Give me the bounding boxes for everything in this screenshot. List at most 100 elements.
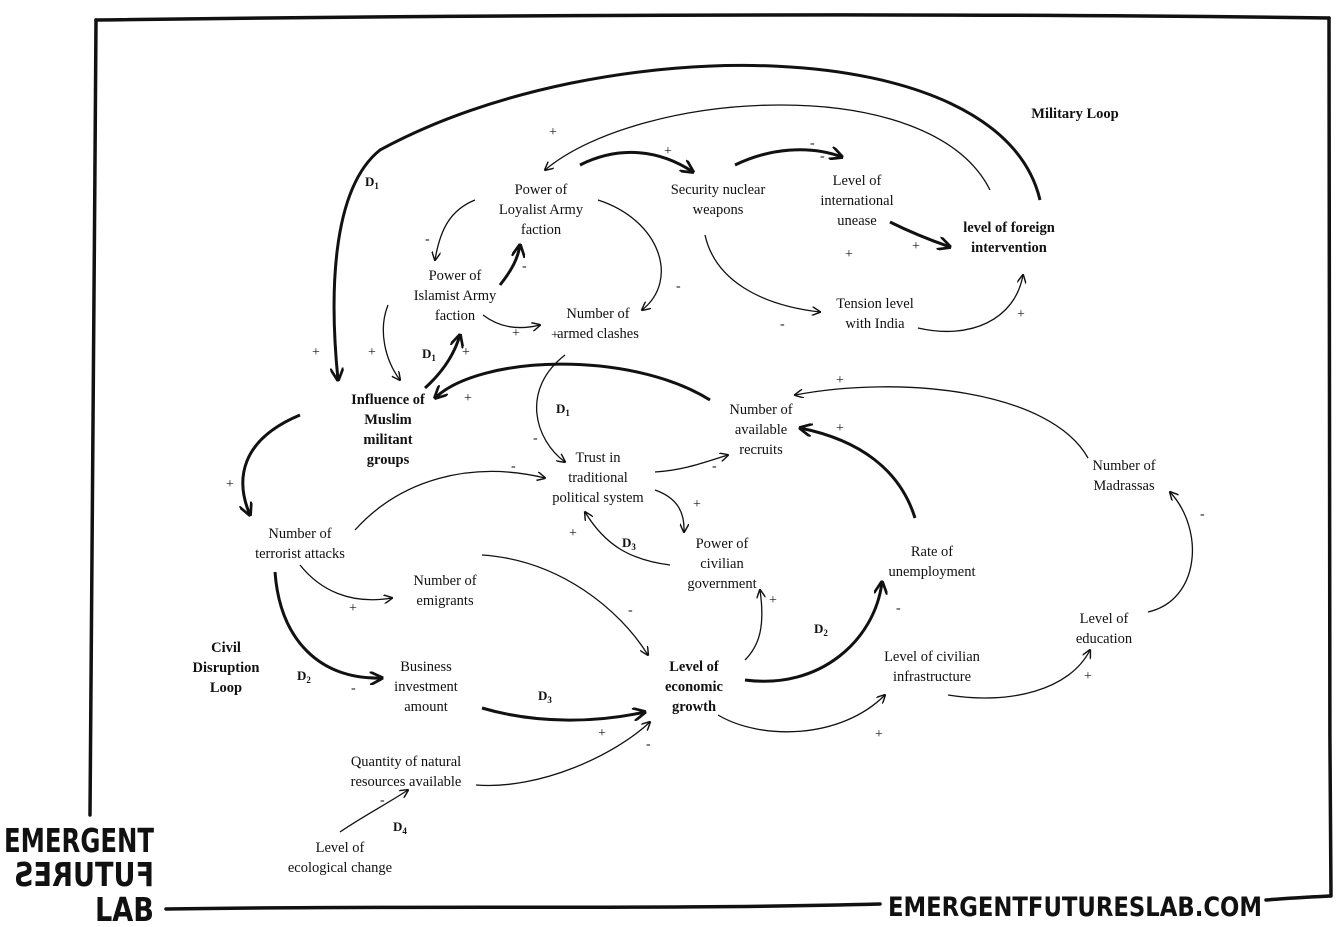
node-ecological-change: Level of ecological change [288,840,392,876]
node-available-recruits: Number of available recruits [729,402,792,458]
svg-text:available: available [735,422,787,438]
svg-text:ecological change: ecological change [288,860,392,876]
svg-text:Civil: Civil [211,640,241,656]
polarity-sign: + [368,345,376,360]
polarity-sign: + [226,477,234,492]
delay-d4: D4 [393,819,407,836]
polarity-signs: + + - + - - + + - + + + + - + + - - + + … [226,125,1205,808]
svg-text:unemployment: unemployment [889,564,976,580]
polarity-sign: + [312,345,320,360]
svg-text:groups: groups [367,452,410,468]
node-education: Level of education [1076,611,1133,647]
military-loop-title: Military Loop [1031,106,1118,122]
delay-markers: D1 D1 D1 D2 D2 D3 D3 D4 [297,174,828,836]
polarity-sign: + [462,345,470,360]
polarity-sign: - [1200,507,1205,522]
svg-text:Power of: Power of [515,182,568,198]
brand-logo: EMERGENT FUTURES LAB [4,821,154,927]
svg-text:unease: unease [837,213,876,229]
polarity-sign: - [646,737,651,752]
node-madrassas: Number of Madrassas [1092,458,1155,494]
node-armed-clashes: Number of armed clashes [557,306,639,342]
polarity-sign: + [1017,307,1025,322]
polarity-sign: - [820,149,825,164]
svg-text:Number of: Number of [729,402,792,418]
svg-text:Madrassas: Madrassas [1093,478,1155,494]
polarity-sign: - [896,601,901,616]
polarity-sign: - [628,603,633,618]
svg-text:emigrants: emigrants [416,593,474,609]
node-islamist-army: Power of Islamist Army faction [414,268,497,324]
node-loyalist-army: Power of Loyalist Army faction [499,182,584,238]
svg-text:Tension level: Tension level [836,296,914,312]
polarity-sign: + [693,497,701,512]
delay-d1: D1 [422,346,436,363]
node-security-nuclear-weapons: Security nuclear weapons [671,182,766,218]
node-emigrants: Number of emigrants [413,573,476,609]
svg-text:Power of: Power of [429,268,482,284]
polarity-sign: + [845,247,853,262]
polarity-sign: + [836,421,844,436]
svg-text:recruits: recruits [739,442,783,458]
svg-text:with India: with India [845,316,905,332]
polarity-sign: - [533,431,538,446]
svg-text:civilian: civilian [700,556,744,572]
svg-text:Level of: Level of [1080,611,1129,627]
polarity-sign: + [1084,669,1092,684]
svg-text:amount: amount [404,699,448,715]
svg-text:Business: Business [400,659,452,675]
node-trust-political-system: Trust in traditional political system [552,450,644,506]
polarity-sign: + [569,526,577,541]
brand-url[interactable]: EMERGENTFUTURESLAB.COM [888,892,1262,923]
svg-text:faction: faction [435,308,476,324]
delay-d3: D3 [622,535,636,552]
svg-text:international: international [820,193,893,209]
svg-text:education: education [1076,631,1133,647]
svg-text:Loop: Loop [210,680,242,696]
svg-text:economic: economic [665,679,724,695]
polarity-sign: + [551,328,559,343]
svg-text:government: government [687,576,756,592]
polarity-sign: + [349,601,357,616]
svg-text:armed clashes: armed clashes [557,326,639,342]
svg-text:Influence of: Influence of [351,392,425,408]
svg-text:Number of: Number of [413,573,476,589]
svg-text:Rate of: Rate of [911,544,953,560]
polarity-sign: - [522,259,527,274]
svg-text:infrastructure: infrastructure [893,669,971,685]
svg-text:resources available: resources available [351,774,462,790]
delay-d1: D1 [556,401,570,418]
svg-text:Number of: Number of [566,306,629,322]
node-terrorist-attacks: Number of terrorist attacks [255,526,345,562]
delay-d2: D2 [297,668,311,685]
node-influence-militant-groups: Influence of Muslim militant groups [351,392,425,468]
svg-text:Number of: Number of [1092,458,1155,474]
polarity-sign: + [912,239,920,254]
svg-text:Security nuclear: Security nuclear [671,182,766,198]
node-unemployment: Rate of unemployment [889,544,976,580]
polarity-sign: + [549,125,557,140]
civil-disruption-loop-title: Civil Disruption Loop [193,640,260,696]
node-civilian-infrastructure: Level of civilian infrastructure [884,649,981,685]
causal-edges [243,63,1194,833]
delay-d2: D2 [814,621,828,638]
node-international-unease: Level of international unease [820,173,893,229]
polarity-sign: + [664,144,672,159]
logo-line-lab: LAB [95,890,154,927]
polarity-sign: - [810,136,815,151]
node-foreign-intervention: level of foreign intervention [963,220,1055,256]
polarity-sign: + [769,593,777,608]
svg-text:Level of: Level of [316,840,365,856]
svg-text:level of foreign: level of foreign [963,220,1055,236]
svg-text:political system: political system [552,490,644,506]
svg-text:Trust in: Trust in [575,450,621,466]
polarity-sign: + [836,373,844,388]
svg-text:traditional: traditional [568,470,628,486]
node-business-investment: Business investment amount [394,659,458,715]
svg-text:Islamist Army: Islamist Army [414,288,497,304]
svg-text:weapons: weapons [693,202,744,218]
hand-drawn-frame [88,13,1333,911]
logo-line-futures: FUTURES [14,855,154,894]
svg-text:Level of: Level of [669,659,719,675]
svg-text:terrorist attacks: terrorist attacks [255,546,345,562]
